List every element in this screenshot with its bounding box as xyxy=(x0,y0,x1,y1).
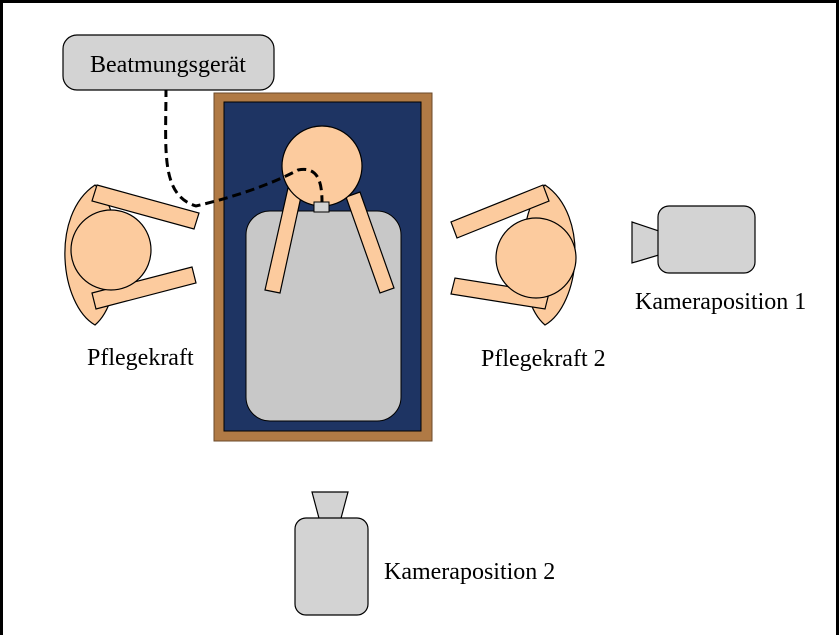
camera-1-label: Kameraposition 1 xyxy=(635,289,806,315)
nurse-right-head xyxy=(496,218,576,298)
nurse-left-label: Pflegekraft xyxy=(87,345,194,371)
ventilator-label: Beatmungsgerät xyxy=(90,52,246,78)
camera-2-body xyxy=(295,518,368,615)
ventilator: Beatmungsgerät xyxy=(63,35,274,90)
camera-2: Kameraposition 2 xyxy=(295,492,555,615)
nurse-right-label: Pflegekraft 2 xyxy=(481,346,606,372)
patient-head xyxy=(282,126,362,206)
nurse-left-head xyxy=(71,210,151,290)
camera-1-body xyxy=(658,206,755,273)
camera-1: Kameraposition 1 xyxy=(632,206,806,315)
nurse-right: Pflegekraft 2 xyxy=(451,185,606,372)
ventilation-connector xyxy=(314,202,329,212)
nurse-left: Pflegekraft xyxy=(65,185,199,371)
camera-2-label: Kameraposition 2 xyxy=(384,559,555,585)
